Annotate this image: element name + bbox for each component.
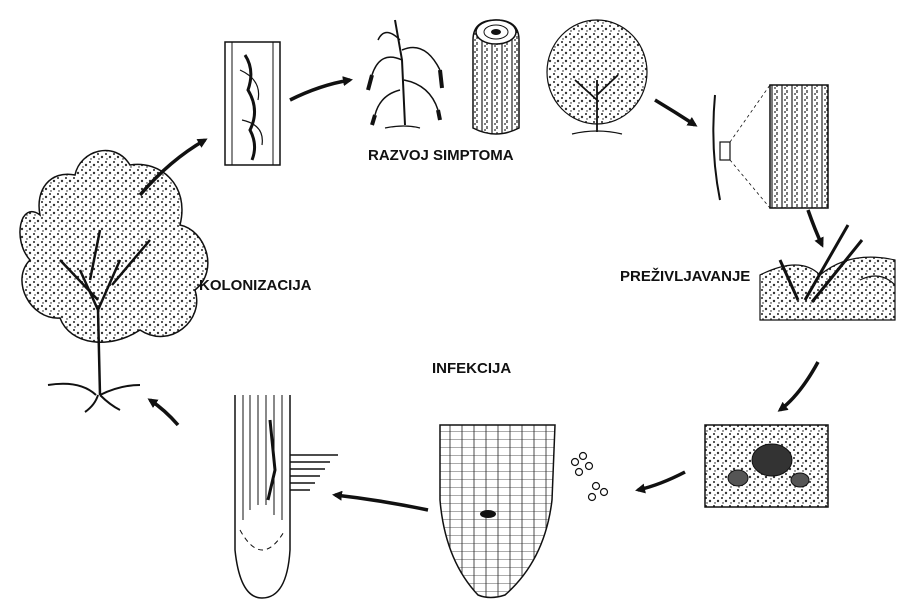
wilted-sapling-illustration bbox=[368, 20, 442, 128]
symptom-development-label: RAZVOJ SIMPTOMA bbox=[368, 147, 514, 164]
trunk-cross-section-illustration bbox=[473, 20, 519, 134]
arrow-microsclerotia-to-spores bbox=[638, 472, 685, 490]
spores-illustration bbox=[572, 453, 608, 501]
arrow-soil-to-microsclerotia bbox=[780, 362, 818, 410]
arrow-section-to-tree bbox=[150, 400, 178, 425]
infected-tree-illustration bbox=[20, 151, 208, 412]
infection-label: INFEKCIJA bbox=[432, 360, 511, 377]
soil-microsclerotia-illustration bbox=[705, 425, 828, 507]
arrow-stem-to-sapling bbox=[290, 80, 350, 100]
small-tree-illustration bbox=[547, 20, 647, 134]
colonization-label: KOLONIZACIJA bbox=[199, 277, 312, 294]
root-colonization-section-illustration bbox=[235, 395, 338, 598]
survival-label: PREŽIVLJAVANJE bbox=[620, 268, 750, 285]
branch-magnified-illustration bbox=[713, 85, 828, 208]
root-tip-infection-illustration bbox=[440, 425, 555, 598]
arrow-branch-to-soil bbox=[808, 210, 822, 245]
stem-section-illustration bbox=[225, 42, 280, 165]
arrow-tree-to-branch bbox=[655, 100, 695, 125]
arrow-root-tip-to-section bbox=[335, 495, 428, 510]
soil-debris-illustration bbox=[760, 225, 895, 320]
